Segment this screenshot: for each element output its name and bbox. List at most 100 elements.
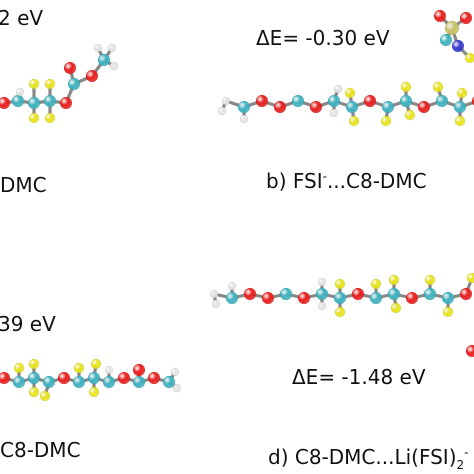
carbon-atom (237, 100, 251, 114)
oxygen-atom (351, 287, 365, 301)
panel-c-energy: 39 eV (0, 312, 56, 336)
carbon-atom (87, 371, 101, 385)
carbon-atom (67, 77, 81, 91)
hydrogen-atom (172, 383, 182, 393)
carbon-atom (387, 287, 401, 301)
fluorine-atom (90, 358, 102, 370)
molecule-c (0, 358, 182, 402)
carbon-atom (225, 291, 239, 305)
carbon-atom (435, 94, 449, 108)
carbon-atom (42, 375, 56, 389)
fluorine-atom (73, 362, 85, 374)
hydrogen-atom (104, 365, 114, 375)
fluorine-atom (28, 386, 40, 398)
panel-a-caption: DMC (0, 173, 47, 197)
panel-c-caption: C8-DMC (0, 438, 81, 462)
sulfur-atom (444, 20, 460, 36)
carbon-atom (381, 100, 395, 114)
hydrogen-atom (211, 299, 221, 309)
oxygen-atom (0, 371, 11, 385)
oxygen-atom (273, 100, 287, 114)
hydrogen-atom (209, 289, 219, 299)
panel-d-caption-sup: - (464, 445, 469, 460)
fluorine-atom (424, 274, 436, 286)
carbon-atom (162, 375, 176, 389)
fsi-fragment-b (433, 9, 474, 64)
carbon-atom (333, 291, 347, 305)
carbon-atom (27, 371, 41, 385)
hydrogen-atom (239, 114, 249, 124)
molecule-a (0, 43, 119, 124)
fluorine-atom (404, 109, 416, 121)
panel-b-caption-sup: - (322, 169, 327, 184)
hydrogen-atom (221, 96, 231, 106)
oxygen-atom (405, 291, 419, 305)
carbon-atom (279, 287, 293, 301)
fluorine-atom (44, 78, 56, 90)
hydrogen-atom (317, 277, 327, 287)
fluorine-atom (388, 274, 400, 286)
fluorine-atom (88, 386, 100, 398)
carbon-atom (97, 53, 111, 67)
carbon-atom (423, 287, 437, 301)
fluorine-atom (334, 306, 346, 318)
hydrogen-atom (329, 108, 339, 118)
fluorine-atom (400, 81, 412, 93)
carbon-atom (345, 100, 359, 114)
oxygen-atom (85, 69, 99, 83)
carbon-atom (327, 94, 341, 108)
molecule-b (217, 81, 474, 127)
hydrogen-atom (15, 87, 25, 97)
carbon-atom (12, 375, 26, 389)
oxygen-atom (417, 100, 431, 114)
oxygen-atom (433, 9, 447, 23)
fluorine-atom (432, 81, 444, 93)
panel-d-caption-sub: 2 (456, 458, 465, 472)
hydrogen-atom (170, 367, 180, 377)
fluorine-atom (380, 115, 392, 127)
oxygen-atom (465, 344, 474, 358)
panel-a-energy: 2 eV (0, 6, 44, 30)
panel-d-caption-prefix: d) C8-DMC...Li(FSI) (268, 445, 457, 469)
carbon-atom (43, 94, 57, 108)
fluorine-atom (442, 306, 454, 318)
carbon-atom (27, 96, 41, 110)
oxygen-atom (132, 363, 146, 377)
fluorine-atom (390, 302, 402, 314)
oxygen-atom (117, 371, 131, 385)
oxygen-atom (59, 96, 73, 110)
panel-d-energy: ΔE= -1.48 eV (292, 365, 426, 389)
carbon-atom (102, 375, 116, 389)
carbon-atom (439, 33, 453, 47)
nitrogen-atom (451, 39, 465, 53)
oxygen-atom (309, 100, 323, 114)
fluorine-atom (454, 115, 466, 127)
oxygen-atom (63, 61, 77, 75)
fluorine-atom (466, 272, 474, 284)
fluorine-atom (344, 87, 356, 99)
oxygen-atom (147, 371, 161, 385)
hydrogen-atom (333, 84, 343, 94)
fluorine-atom (370, 278, 382, 290)
oxygen-fragment-d (465, 344, 474, 358)
panel-b-caption: b) FSI-...C8-DMC (266, 169, 427, 191)
hydrogen-atom (217, 106, 227, 116)
oxygen-atom (459, 287, 473, 301)
carbon-atom (291, 94, 305, 108)
fluorine-atom (13, 362, 25, 374)
panel-b-energy: ΔE= -0.30 eV (256, 26, 390, 50)
oxygen-atom (57, 371, 71, 385)
oxygen-atom (0, 96, 11, 110)
fluorine-atom (28, 112, 40, 124)
carbon-atom (399, 94, 413, 108)
fluorine-atom (28, 358, 40, 370)
carbon-atom (441, 291, 455, 305)
hydrogen-atom (227, 281, 237, 291)
hydrogen-atom (317, 301, 327, 311)
fluorine-atom (28, 78, 40, 90)
panel-d-caption: d) C8-DMC...Li(FSI)2- (268, 445, 469, 471)
carbon-atom (72, 375, 86, 389)
molecule-d (209, 272, 474, 318)
fluorine-atom (464, 52, 474, 64)
